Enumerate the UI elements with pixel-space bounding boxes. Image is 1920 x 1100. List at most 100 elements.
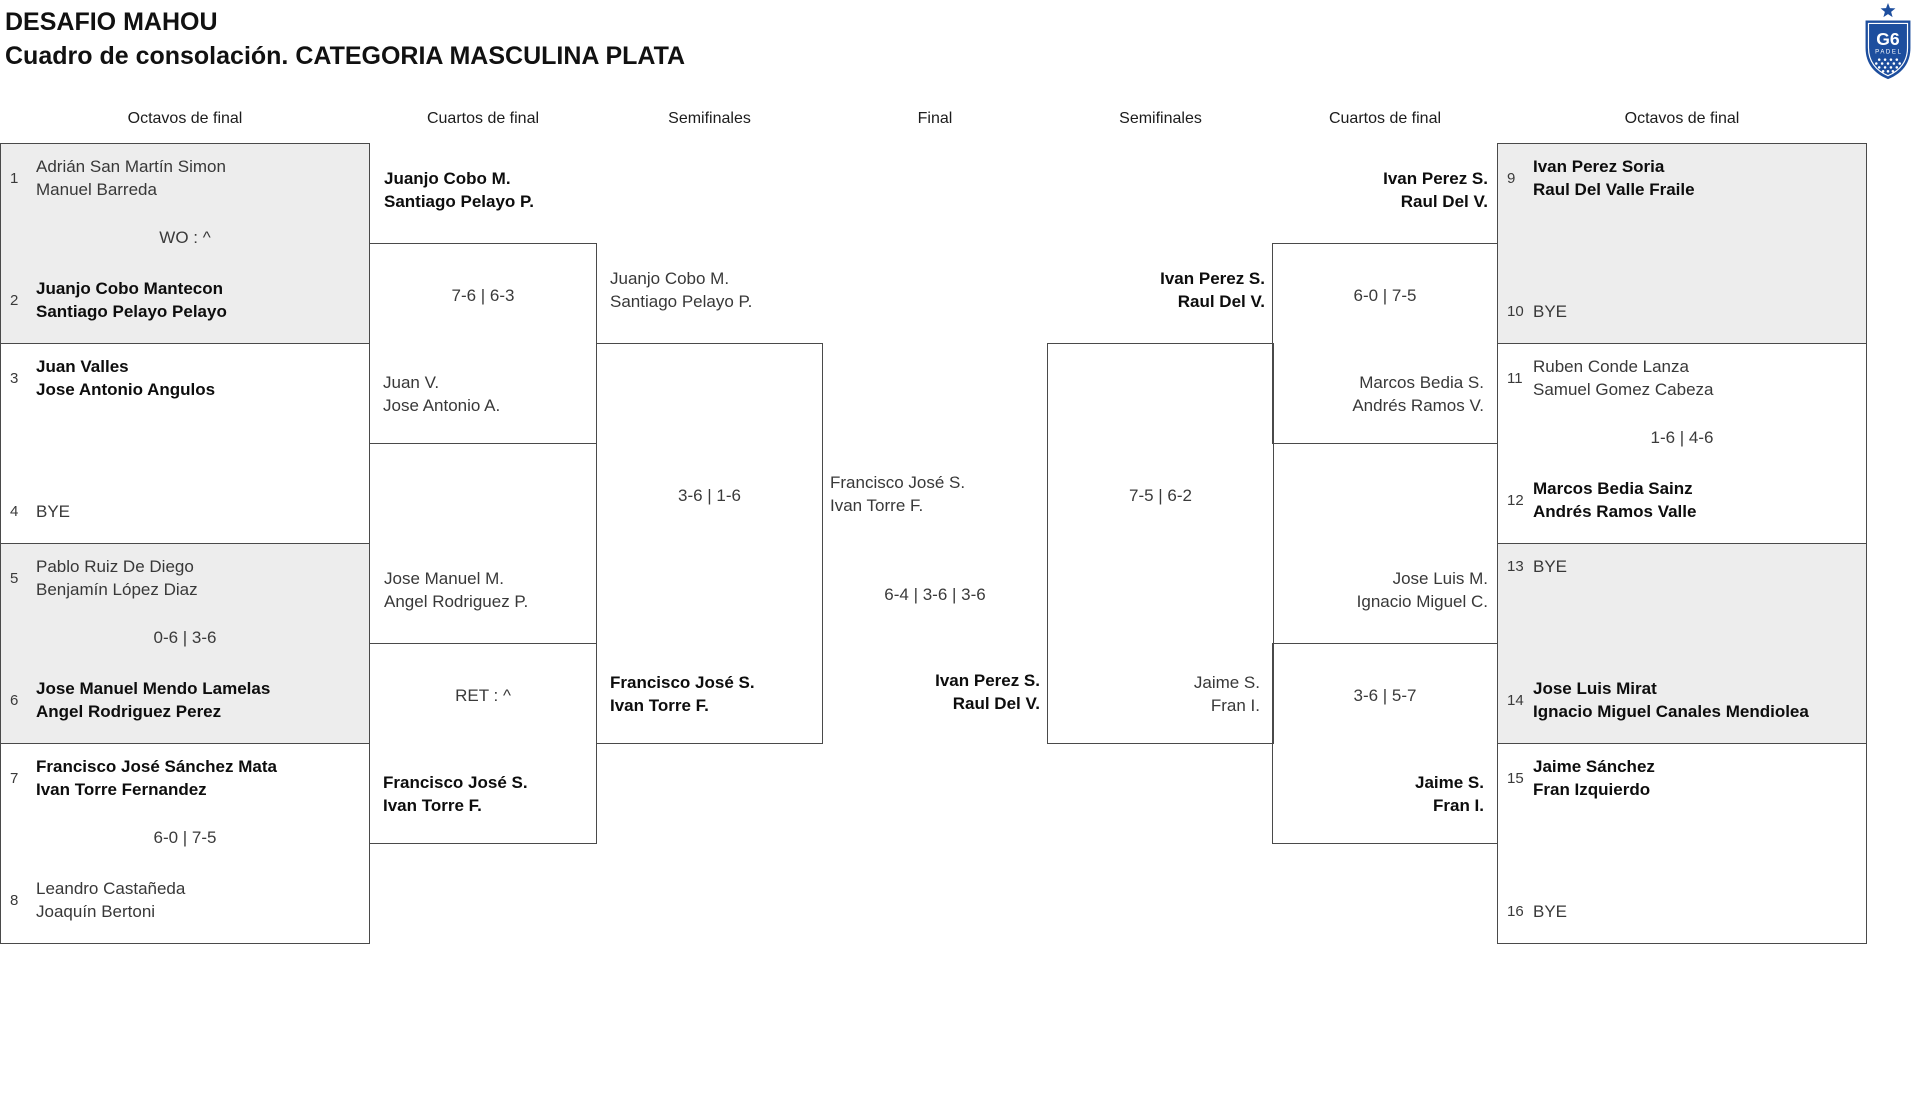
advancing-team-label: Juanjo Cobo M. Santiago Pelayo P. <box>610 267 815 313</box>
player-name: Ivan Torre F. <box>383 796 482 815</box>
participant-seed-14: 14 Jose Luis Mirat Ignacio Miguel Canale… <box>1507 677 1860 723</box>
player-name: Benjamín López Diaz <box>36 580 198 599</box>
round-header-semis-left: Semifinales <box>668 110 751 127</box>
player-name: Juanjo Cobo M. <box>610 269 730 288</box>
player-name: Marcos Bedia S. <box>1359 373 1484 392</box>
player-name: Jose Manuel Mendo Lamelas <box>36 679 271 698</box>
match-box-seed3-seed4[interactable]: 3 Juan Valles Jose Antonio Angulos 4 BYE <box>0 343 370 544</box>
advancing-team-label: Juan V. Jose Antonio A. <box>383 371 583 417</box>
player-name: Ignacio Miguel Canales Mendiolea <box>1533 702 1809 721</box>
final-score: 6-4 | 3-6 | 3-6 <box>884 585 986 604</box>
player-name: Ivan Torre Fernandez <box>36 780 207 799</box>
match-box-seed1-seed2[interactable]: 1 Adrián San Martín Simon Manuel Barreda… <box>0 143 370 344</box>
match-box-cuartos-right-1[interactable]: 6-0 | 7-5 Marcos Bedia S. Andrés Ramos V… <box>1272 243 1498 444</box>
match-score: 3-6 | 5-7 <box>1353 686 1417 705</box>
seed-number: 9 <box>1507 169 1516 187</box>
player-name: Raul Del V. <box>952 694 1040 713</box>
match-box-seed7-seed8[interactable]: 7 Francisco José Sánchez Mata Ivan Torre… <box>0 743 370 944</box>
finalist-left-label: Francisco José S. Ivan Torre F. <box>830 471 1030 517</box>
advancing-team-label: Francisco José S. Ivan Torre F. <box>610 671 809 717</box>
match-box-semifinal-right[interactable]: 7-5 | 6-2 Jaime S. Fran I. <box>1047 343 1274 744</box>
player-name: Fran I. <box>1210 696 1260 715</box>
match-box-seed9-seed10[interactable]: 9 Ivan Perez Soria Raul Del Valle Fraile… <box>1497 143 1867 344</box>
match-score: 0-6 | 3-6 <box>153 627 217 647</box>
participant-seed-6: 6 Jose Manuel Mendo Lamelas Angel Rodrig… <box>10 677 363 723</box>
player-name: Jose Antonio Angulos <box>36 380 216 399</box>
match-score: 6-0 | 7-5 <box>153 827 217 847</box>
seed-number: 6 <box>10 691 19 709</box>
player-name: Ivan Perez S. <box>935 671 1040 690</box>
participant-seed-1: 1 Adrián San Martín Simon Manuel Barreda <box>10 155 363 201</box>
player-name: Marcos Bedia Sainz <box>1533 479 1693 498</box>
match-box-semifinal-left[interactable]: 3-6 | 1-6 Francisco José S. Ivan Torre F… <box>596 343 823 744</box>
player-name: Santiago Pelayo P. <box>384 192 534 211</box>
player-name: Manuel Barreda <box>36 180 157 199</box>
participant-seed-12: 12 Marcos Bedia Sainz Andrés Ramos Valle <box>1507 477 1860 523</box>
player-name: Leandro Castañeda <box>36 879 186 898</box>
seed-number: 15 <box>1507 769 1524 787</box>
participant-seed-4: 4 BYE <box>10 500 363 523</box>
match-box-seed13-seed14[interactable]: 13 BYE 14 Jose Luis Mirat Ignacio Miguel… <box>1497 543 1867 744</box>
participant-seed-8: 8 Leandro Castañeda Joaquín Bertoni <box>10 877 363 923</box>
participant-seed-11: 11 Ruben Conde Lanza Samuel Gomez Cabeza <box>1507 355 1860 401</box>
match-score: 3-6 | 1-6 <box>677 486 741 505</box>
player-name: BYE <box>1533 902 1568 921</box>
player-name: Juanjo Cobo M. <box>384 169 511 188</box>
player-name: Joaquín Bertoni <box>36 902 156 921</box>
match-box-cuartos-right-2[interactable]: 3-6 | 5-7 Jaime S. Fran I. <box>1272 643 1498 844</box>
round-header-octavos-right: Octavos de final <box>1624 110 1740 127</box>
player-name: Juanjo Cobo Mantecon <box>36 279 223 298</box>
seed-number: 14 <box>1507 691 1524 709</box>
g6-padel-logo: G6 PADEL <box>1865 2 1911 80</box>
participant-seed-13: 13 BYE <box>1507 555 1860 578</box>
seed-number: 2 <box>10 291 19 309</box>
match-box-cuartos-left-1[interactable]: 7-6 | 6-3 Juan V. Jose Antonio A. <box>369 243 597 444</box>
player-name: Francisco José S. <box>383 773 528 792</box>
logo-main-text: G6 <box>1876 29 1900 49</box>
logo-star-icon <box>1880 2 1896 18</box>
participant-seed-7: 7 Francisco José Sánchez Mata Ivan Torre… <box>10 755 363 801</box>
advancing-team-label: Francisco José S. Ivan Torre F. <box>383 771 583 817</box>
seed-number: 16 <box>1507 903 1524 920</box>
advancing-team-label: Jaime S. Fran I. <box>1286 771 1484 817</box>
player-name: Raul Del V. <box>1400 192 1488 211</box>
player-name: Francisco José Sánchez Mata <box>36 757 277 776</box>
player-name: Samuel Gomez Cabeza <box>1533 380 1714 399</box>
player-name: BYE <box>1533 302 1568 321</box>
match-box-seed15-seed16[interactable]: 15 Jaime Sánchez Fran Izquierdo 16 BYE <box>1497 743 1867 944</box>
advancing-team-label: Jose Manuel M. Angel Rodriguez P. <box>384 567 589 613</box>
player-name: Fran Izquierdo <box>1533 780 1651 799</box>
player-name: Ivan Perez Soria <box>1533 157 1665 176</box>
player-name: Jaime S. <box>1415 773 1484 792</box>
match-box-seed11-seed12[interactable]: 11 Ruben Conde Lanza Samuel Gomez Cabeza… <box>1497 343 1867 544</box>
player-name: Jose Manuel M. <box>384 569 504 588</box>
advancing-team-label: Jaime S. Fran I. <box>1061 671 1260 717</box>
round-header-cuartos-right: Cuartos de final <box>1328 110 1442 127</box>
player-name: Santiago Pelayo P. <box>610 292 753 311</box>
participant-seed-3: 3 Juan Valles Jose Antonio Angulos <box>10 355 363 401</box>
player-name: BYE <box>36 502 71 521</box>
player-name: Francisco José S. <box>830 473 966 492</box>
page-subtitle: Cuadro de consolación. CATEGORIA MASCULI… <box>5 42 686 70</box>
seed-number: 5 <box>10 569 19 587</box>
participant-seed-9: 9 Ivan Perez Soria Raul Del Valle Fraile <box>1507 155 1860 201</box>
advancing-team-label: Marcos Bedia S. Andrés Ramos V. <box>1286 371 1484 417</box>
logo-sub-text: PADEL <box>1875 50 1902 56</box>
seed-number: 3 <box>10 369 19 387</box>
player-name: Jose Luis Mirat <box>1533 679 1657 698</box>
player-name: Jose Luis M. <box>1392 569 1488 588</box>
match-box-seed5-seed6[interactable]: 5 Pablo Ruiz De Diego Benjamín López Dia… <box>0 543 370 744</box>
seed-number: 11 <box>1507 369 1523 387</box>
round-header-cuartos-left: Cuartos de final <box>426 110 540 127</box>
match-score: 1-6 | 4-6 <box>1650 427 1714 447</box>
match-score: 6-0 | 7-5 <box>1353 286 1417 305</box>
seed-number: 7 <box>10 769 19 787</box>
round-header-final: Final <box>917 110 953 127</box>
match-box-cuartos-left-2[interactable]: RET : ^ Francisco José S. Ivan Torre F. <box>369 643 597 844</box>
match-score: 7-5 | 6-2 <box>1128 486 1192 505</box>
player-name: Francisco José S. <box>610 673 755 692</box>
player-name: Angel Rodriguez P. <box>384 592 529 611</box>
player-name: Santiago Pelayo Pelayo <box>36 302 227 321</box>
player-name: Raul Del V. <box>1177 292 1265 311</box>
player-name: Juan Valles <box>36 357 129 376</box>
